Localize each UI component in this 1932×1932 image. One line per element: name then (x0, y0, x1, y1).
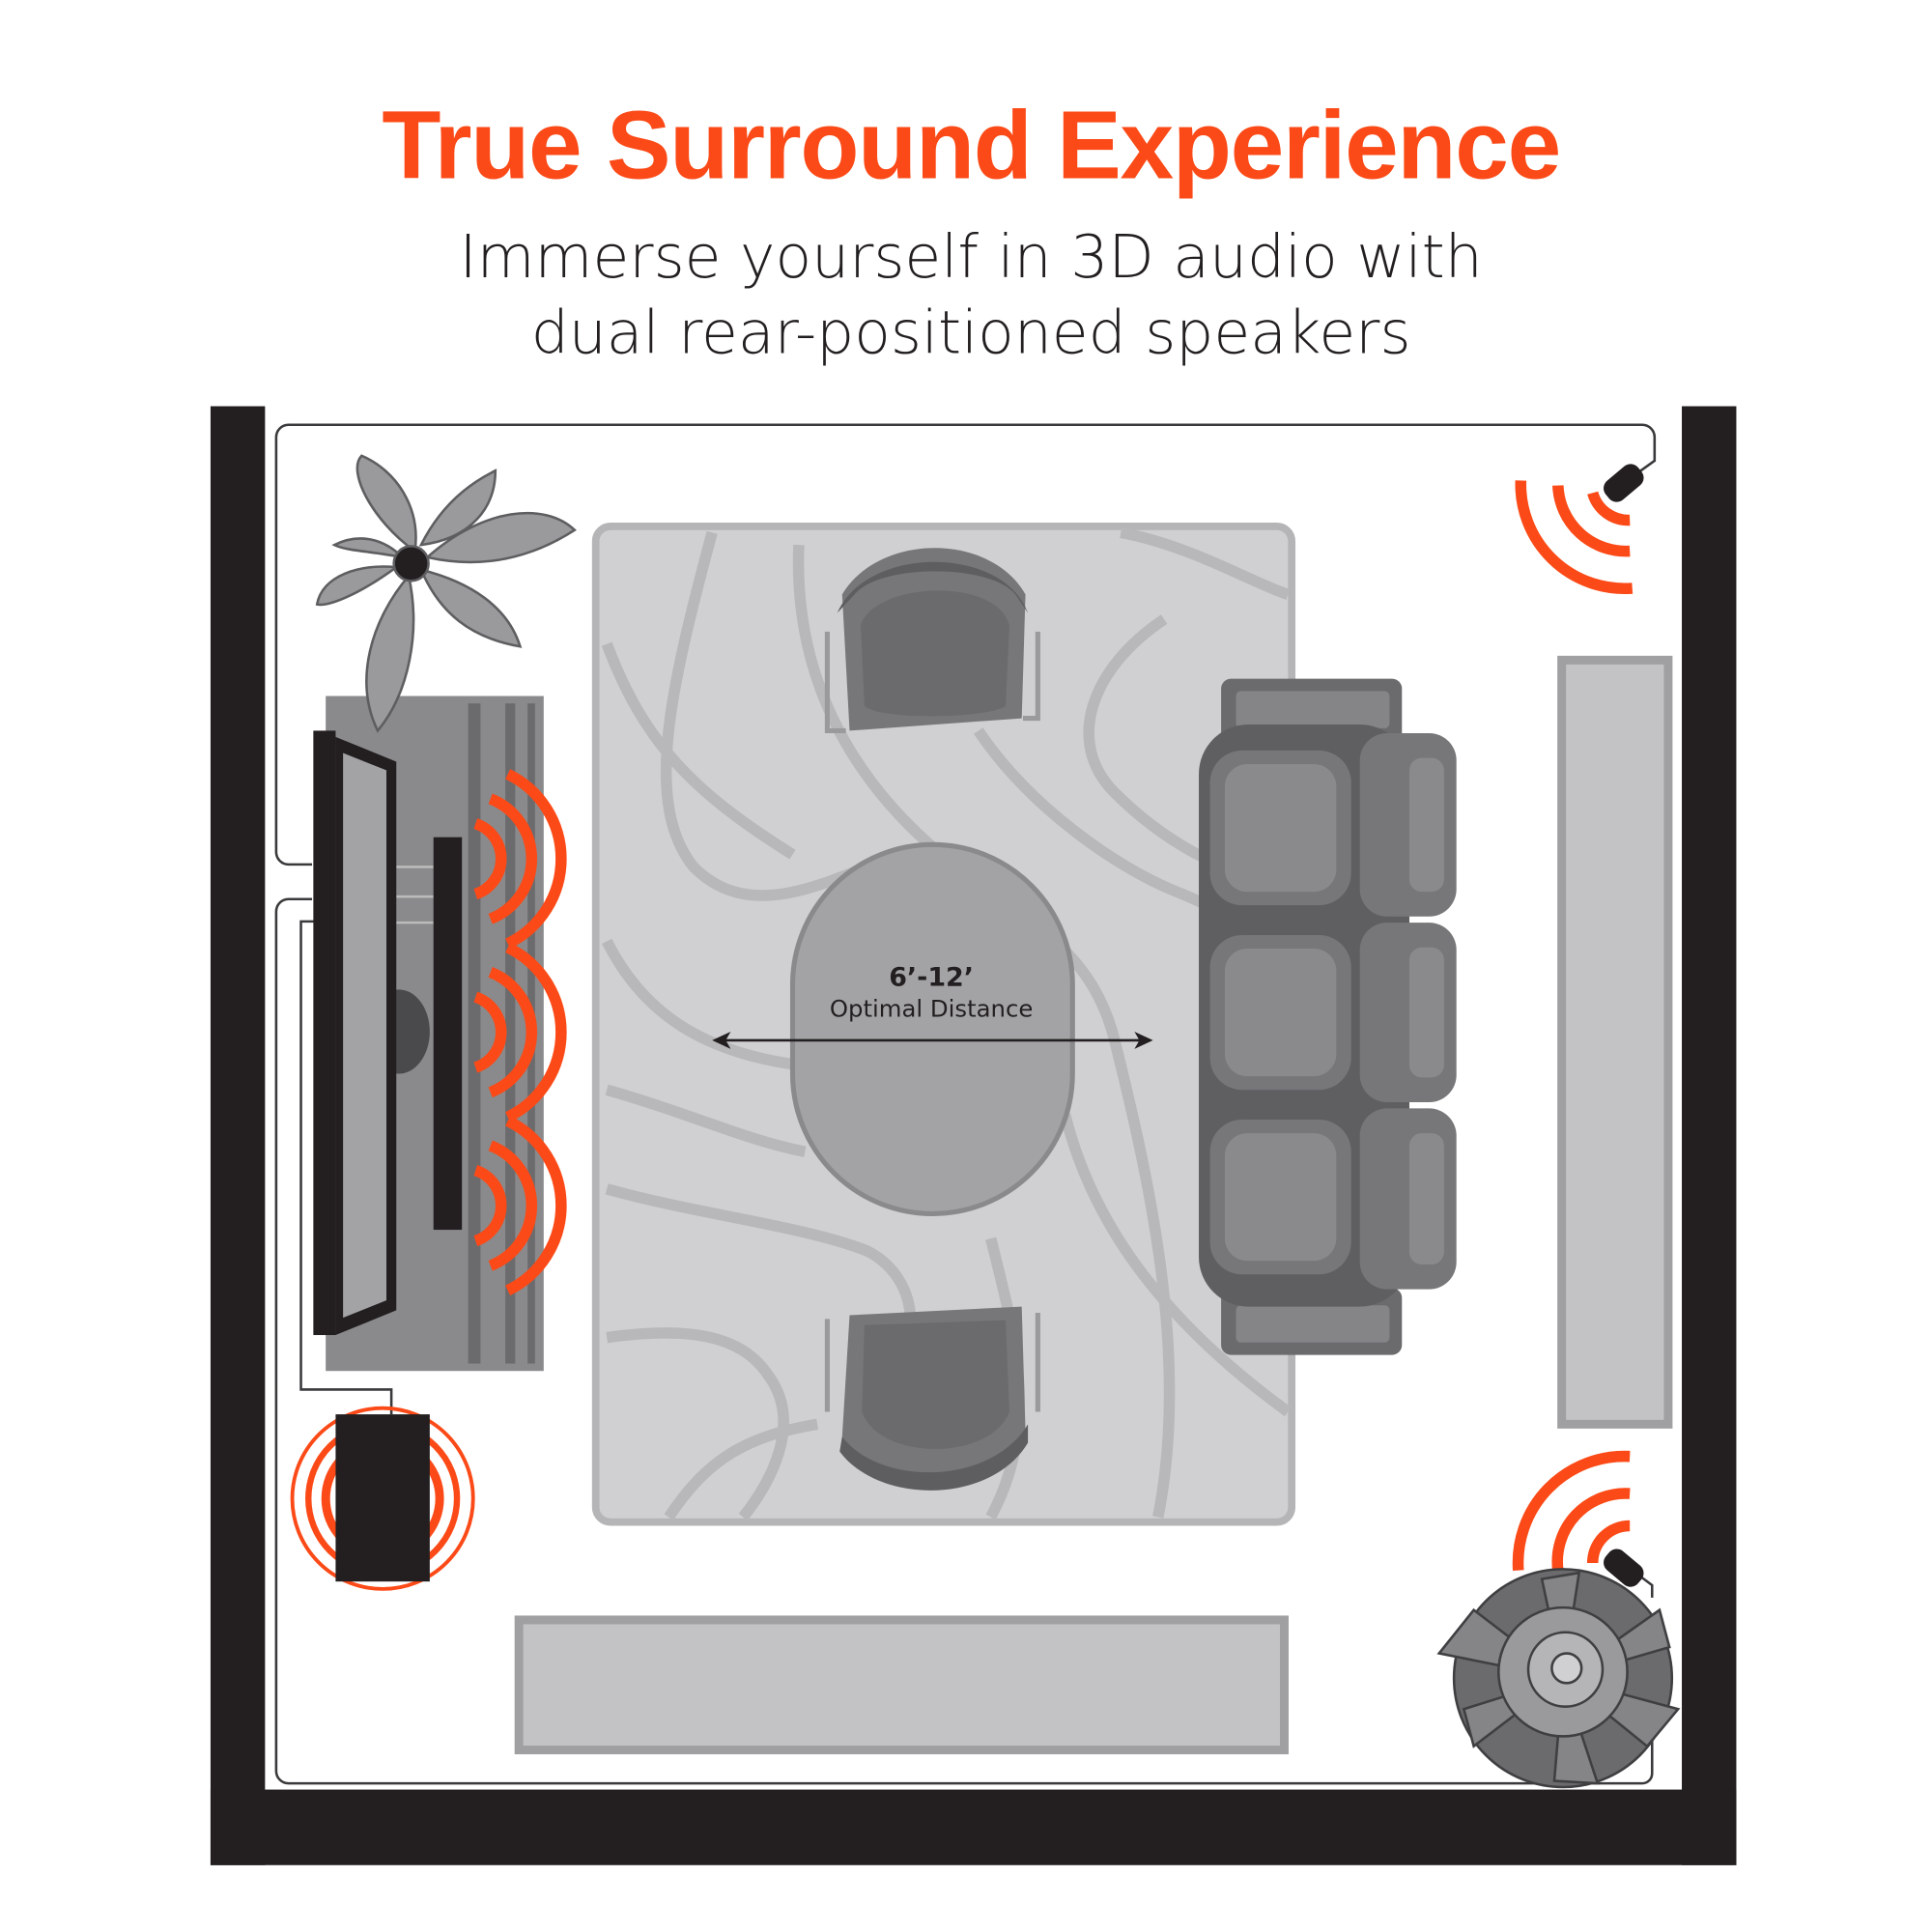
chair-bottom (824, 1306, 1040, 1491)
side-bench-bottom (514, 1615, 1289, 1755)
plant-bottom-right (1436, 1568, 1681, 1789)
distance-value: 6’-12’ (889, 963, 974, 993)
rear-speaker-top (1515, 464, 1644, 595)
speaker-cable (274, 423, 1657, 1785)
distance-label: Optimal Distance (830, 995, 1034, 1023)
page-title: True Surround Experience (382, 92, 1560, 200)
subtitle-line-1: Immerse yourself in 3D audio with (459, 222, 1482, 292)
room-walls (210, 406, 1737, 1865)
soundbar-sound-waves-icon (473, 769, 567, 1296)
soundbar (433, 837, 463, 1231)
distance-arrow (712, 1031, 1153, 1049)
plant-top-left (315, 454, 577, 733)
subwoofer (290, 1406, 475, 1591)
sofa (1199, 678, 1457, 1355)
subtitle-line-2: dual rear-positioned speakers (531, 298, 1411, 367)
tv (313, 730, 397, 1336)
rear-speaker-bottom (1512, 1450, 1644, 1587)
side-bench-right (1557, 655, 1673, 1429)
chair-top (824, 548, 1040, 733)
coffee-table (789, 841, 1075, 1216)
